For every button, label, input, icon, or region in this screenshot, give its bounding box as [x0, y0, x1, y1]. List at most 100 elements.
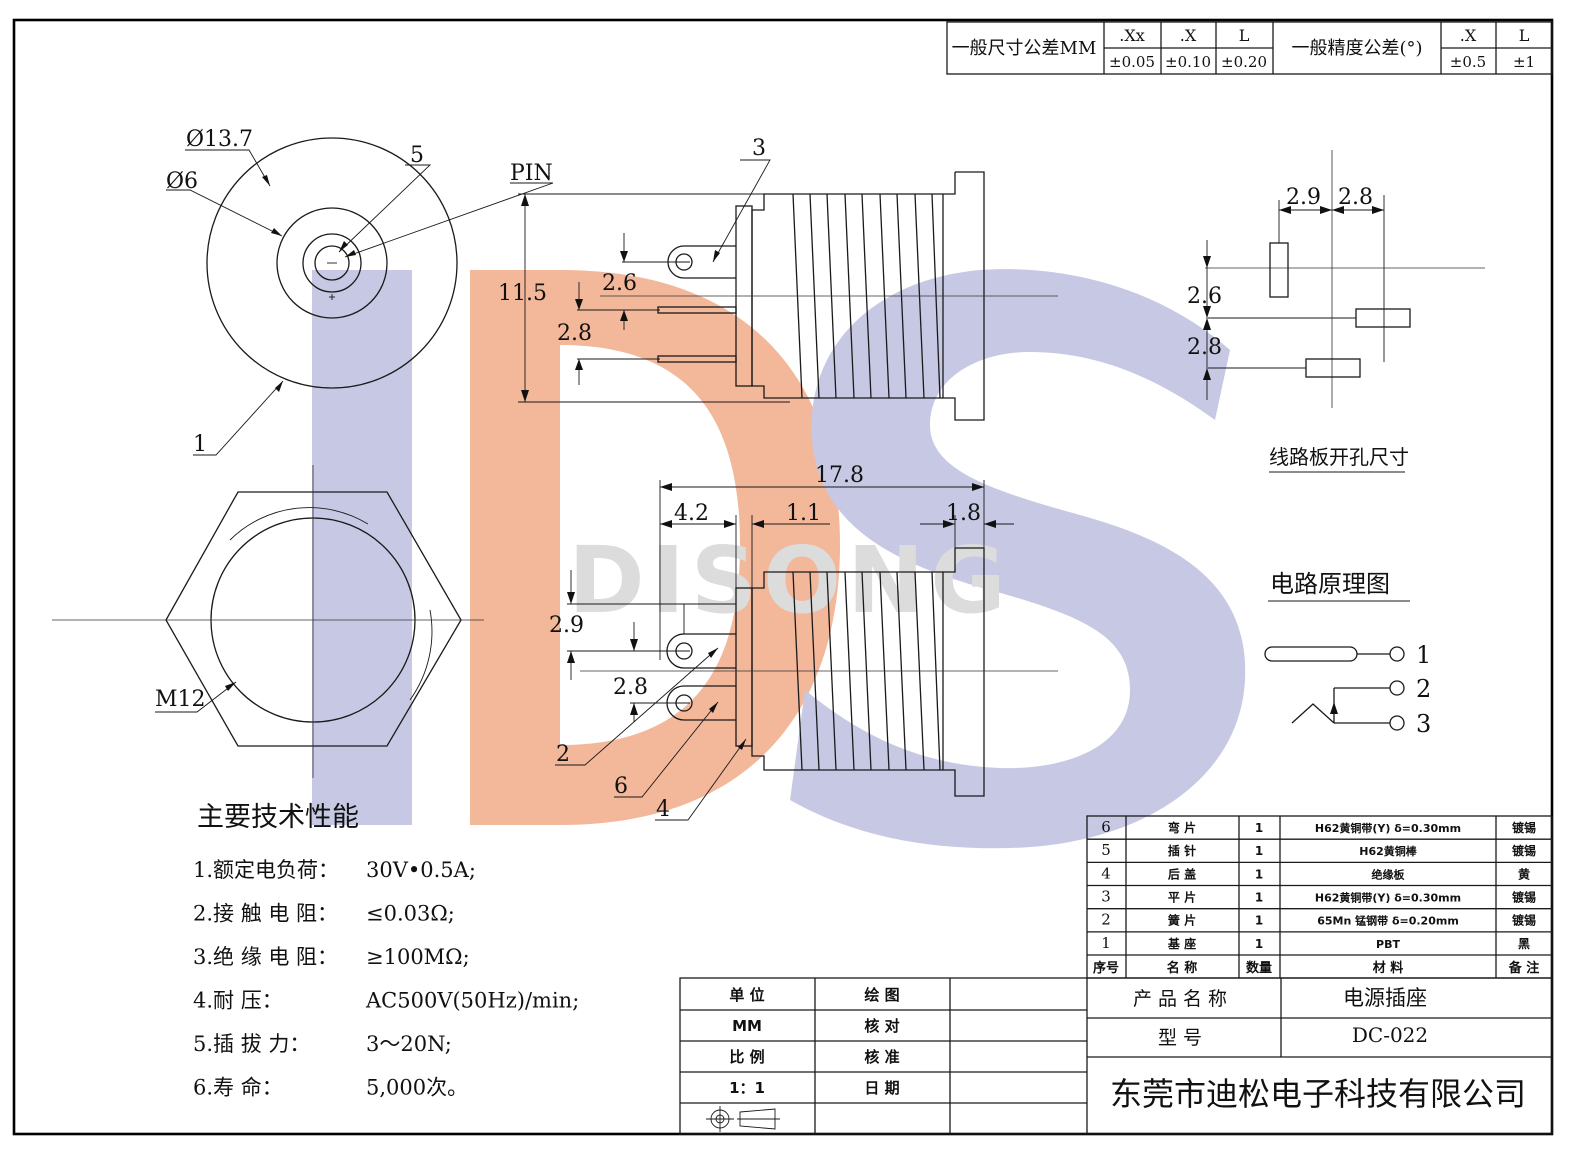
bom-cell: PBT: [1376, 938, 1400, 951]
side-callout-3: 3: [752, 136, 766, 161]
product-name: 电源插座: [1343, 986, 1427, 1010]
circuit-schematic: 电路原理图 1 2 3: [1264, 570, 1431, 738]
bom-cell: 基 座: [1167, 936, 1196, 951]
tolerance-table: 一般尺寸公差MM .Xx .X L ±0.05 ±0.10 ±0.20 一般精度…: [946, 21, 1553, 75]
projection-symbol: [706, 1106, 780, 1132]
tolerance-dim-label: 一般尺寸公差MM: [952, 38, 1097, 59]
front-view: Ø13.7 Ø6 5 PIN 1: [166, 127, 554, 457]
spec-value: 30V•0.5A;: [366, 858, 476, 882]
bom-cell: 1: [1255, 937, 1263, 951]
tolerance-head-l: L: [1239, 26, 1250, 45]
bom-cell: 镀锡: [1512, 890, 1536, 905]
spec-value: ≤0.03Ω;: [366, 902, 455, 926]
bom-cell: 黑: [1518, 937, 1530, 951]
bom-cell: 平 片: [1168, 890, 1196, 905]
title-block-cell: 单 位: [729, 986, 764, 1004]
bottom-callout-6: 6: [614, 774, 628, 799]
watermark-letter-s: [790, 269, 1246, 849]
bom-cell: 镀锡: [1512, 913, 1536, 928]
schematic-pin-3: 3: [1416, 710, 1431, 738]
bom-cell: 镀锡: [1512, 843, 1536, 858]
specifications: 主要技术性能 1.额定电负荷： 30V•0.5A; 2.接 触 电 阻： ≤0.03Ω…: [193, 802, 579, 1100]
tolerance-head-xx: .Xx: [1119, 26, 1145, 45]
bom-cell: 1: [1255, 867, 1263, 881]
tolerance-ang-val-x: ±0.5: [1450, 53, 1486, 71]
model-number: DC-022: [1352, 1023, 1428, 1047]
bom-cell: 65Mn 锰钢带 δ=0.20mm: [1317, 914, 1459, 928]
bom-cell: 1: [1101, 934, 1111, 952]
spec-label: 3.绝 缘 电 阻：: [193, 945, 338, 969]
bom-header-cell: 序号: [1093, 960, 1119, 976]
watermark-text: DISONG: [568, 527, 1012, 634]
bottom-dim-42: 4.2: [674, 501, 709, 526]
spec-value: ≥100MΩ;: [366, 945, 470, 969]
title-block-cell: MM: [732, 1017, 762, 1035]
bom-header-cell: 名 称: [1167, 960, 1198, 976]
bom-cell: 后 盖: [1168, 866, 1196, 881]
tolerance-val-x: ±0.10: [1165, 53, 1211, 71]
pcb-title: 线路板开孔尺寸: [1269, 445, 1409, 469]
bom-cell: 1: [1255, 891, 1263, 905]
title-block-cell: 核 对: [864, 1017, 899, 1035]
spec-label: 1.额定电负荷：: [193, 858, 339, 882]
bom-cell: H62黄铜棒: [1359, 844, 1418, 858]
schematic-title: 电路原理图: [1270, 570, 1390, 598]
spec-label: 2.接 触 电 阻：: [193, 902, 338, 926]
side-dim-26: 2.6: [602, 271, 637, 296]
front-d-outer: Ø13.7: [186, 127, 253, 152]
bom-cell: 绝缘板: [1372, 867, 1406, 881]
bom-cell: 1: [1255, 914, 1263, 928]
bom-cell: 5: [1101, 841, 1111, 859]
product-name-label: 产 品 名 称: [1133, 988, 1227, 1010]
bom-cell: H62黄铜带(Y) δ=0.30mm: [1315, 891, 1461, 905]
bom-cell: 簧 片: [1168, 913, 1196, 928]
spec-value: 3～20N;: [366, 1032, 452, 1056]
bottom-length-dim: 17.8: [815, 463, 864, 488]
tolerance-val-l: ±0.20: [1221, 53, 1267, 71]
pcb-hole-layout: 2.9 2.8 2.6 2.8 线路板开孔尺寸: [1187, 150, 1485, 473]
bottom-dim-18: 1.8: [946, 501, 981, 526]
disong-watermark-logo: DISONG: [312, 269, 1246, 849]
tolerance-head-x: .X: [1180, 26, 1197, 45]
bottom-view: 17.8 4.2 1.1 1.8 2.9 2.8 2 6 4: [549, 463, 1058, 822]
bom-cell: 弯 片: [1168, 820, 1196, 835]
bom-cell: 1: [1255, 821, 1263, 835]
side-view: 3 11.5 2.6 2.8: [498, 136, 1058, 421]
bom-cell: H62黄铜带(Y) δ=0.30mm: [1315, 821, 1461, 835]
tolerance-ang-val-l: ±1: [1513, 53, 1535, 71]
pcb-dim-28-top: 2.8: [1338, 185, 1373, 210]
schematic-pin-1: 1: [1416, 641, 1431, 669]
pcb-dim-29: 2.9: [1286, 185, 1321, 210]
front-callout-1: 1: [193, 432, 207, 457]
bom-cell: 镀锡: [1512, 820, 1536, 835]
bom-cell: 4: [1101, 864, 1111, 882]
watermark-letter-d: [470, 270, 840, 825]
front-d-inner: Ø6: [166, 169, 198, 194]
side-dim-28: 2.8: [557, 321, 592, 346]
title-block-cell: 绘 图: [864, 986, 899, 1004]
specs-title: 主要技术性能: [197, 802, 359, 833]
tolerance-ang-head-x: .X: [1460, 26, 1477, 45]
bottom-callout-2: 2: [556, 742, 570, 767]
side-height-dim: 11.5: [498, 281, 547, 306]
bom-header-cell: 材 料: [1373, 960, 1404, 976]
watermark-bar: [312, 270, 412, 825]
bottom-dim-11: 1.1: [786, 501, 821, 526]
title-block-cell: 核 准: [864, 1048, 899, 1066]
bom-cell: 6: [1101, 818, 1111, 836]
title-block-cell: 比 例: [729, 1048, 764, 1066]
hex-thread-label: M12: [155, 687, 206, 712]
tolerance-val-xx: ±0.05: [1109, 53, 1155, 71]
spec-label: 6.寿 命：: [193, 1076, 283, 1100]
front-pin-label: PIN: [510, 161, 553, 186]
tolerance-ang-label: 一般精度公差(°): [1291, 38, 1422, 59]
title-block-cell: 1：1: [729, 1079, 765, 1097]
hex-nut-view: M12: [52, 465, 484, 778]
bottom-callout-4: 4: [656, 797, 670, 822]
bom-cell: 1: [1255, 844, 1263, 858]
bom-cell: 2: [1101, 911, 1111, 929]
